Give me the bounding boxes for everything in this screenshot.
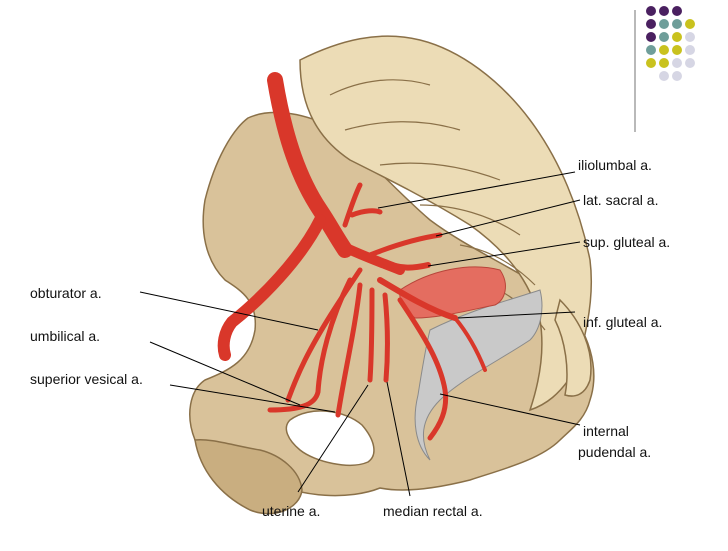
- decor-dot: [659, 71, 669, 81]
- label-obturator: obturator a.: [30, 285, 102, 301]
- leader-median-rectal: [386, 381, 411, 497]
- decor-dot: [672, 32, 682, 42]
- leader-sup-gluteal: [427, 241, 581, 267]
- median-rectal-artery: [382, 292, 390, 383]
- artery-tree: [217, 72, 487, 441]
- decor-dot: [646, 45, 656, 55]
- sacrum: [299, 35, 593, 412]
- common-iliac-artery: [267, 72, 353, 258]
- label-sup-gluteal: sup. gluteal a.: [583, 234, 671, 250]
- leader-inf-gluteal: [457, 311, 576, 319]
- decor-dot: [685, 58, 695, 68]
- title-divider-line: [634, 10, 636, 132]
- uterine-artery: [367, 287, 375, 383]
- decor-dot: [672, 6, 682, 16]
- decor-dot: [646, 32, 656, 42]
- sacrotuberous-ligament: [414, 289, 543, 461]
- label-inf-gluteal: inf. gluteal a.: [583, 314, 663, 330]
- gluteal-branch: [453, 316, 487, 372]
- decor-dot: [672, 71, 682, 81]
- external-iliac-artery: [217, 214, 326, 361]
- label-internal-pudendal-line1: internal: [583, 423, 629, 439]
- leader-iliolumbal: [377, 171, 576, 209]
- label-superior-vesical: superior vesical a.: [30, 371, 143, 387]
- decor-dot: [672, 19, 682, 29]
- hip-bone: [189, 111, 595, 497]
- leader-lat-sacral: [435, 199, 581, 237]
- internal-pudendal-artery: [397, 297, 449, 441]
- decor-dot: [685, 32, 695, 42]
- inferior-gluteal-artery: [377, 277, 458, 321]
- leader-uterine: [297, 384, 369, 493]
- decor-dot: [672, 45, 682, 55]
- decor-dot: [659, 19, 669, 29]
- label-lat-sacral: lat. sacral a.: [583, 192, 659, 208]
- decor-dot: [685, 45, 695, 55]
- label-median-rectal: median rectal a.: [383, 503, 483, 519]
- sacral-ridges: [329, 79, 546, 331]
- decor-dot: [646, 6, 656, 16]
- umbilical-artery: [267, 277, 353, 413]
- label-internal-pudendal-line2: pudendal a.: [578, 444, 652, 460]
- decor-dot: [659, 6, 669, 16]
- vesical-artery: [335, 282, 363, 418]
- decor-dot: [646, 58, 656, 68]
- leader-internal-pudendal: [439, 393, 581, 426]
- label-umbilical: umbilical a.: [30, 328, 101, 344]
- decor-dot: [685, 19, 695, 29]
- decor-dot: [672, 58, 682, 68]
- decor-dot: [659, 32, 669, 42]
- decor-dot: [659, 45, 669, 55]
- iliolumbal-artery: [342, 182, 383, 228]
- superior-gluteal-artery: [382, 259, 431, 271]
- pubic-body: [194, 438, 303, 515]
- coccyx: [554, 298, 592, 397]
- decor-dot: [646, 19, 656, 29]
- label-uterine: uterine a.: [262, 503, 321, 519]
- leader-superior-vesical: [169, 384, 336, 413]
- leader-umbilical: [149, 341, 301, 406]
- lateral-sacral-artery: [367, 232, 443, 258]
- leader-lines: [139, 171, 581, 497]
- decor-dot: [659, 58, 669, 68]
- label-iliolumbal: iliolumbal a.: [578, 157, 652, 173]
- leader-obturator: [139, 291, 319, 331]
